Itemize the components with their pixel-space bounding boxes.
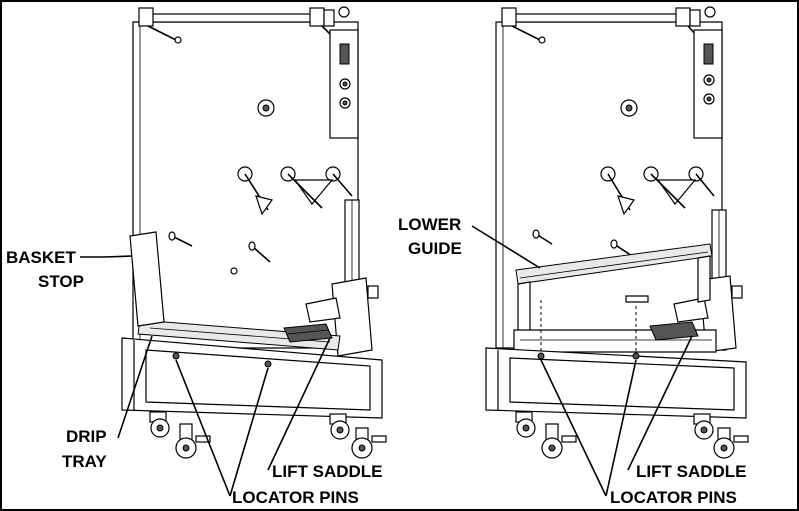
right-top-rail xyxy=(505,13,697,23)
label-basket-stop-line1: BASKET xyxy=(6,248,77,267)
label-drip-tray-line2: TRAY xyxy=(62,452,107,471)
right-locator-pin-2 xyxy=(632,352,640,360)
left-casters xyxy=(149,411,387,459)
label-lower-guide-line2: GUIDE xyxy=(408,239,462,258)
label-locator-pins-right: LOCATOR PINS xyxy=(610,488,737,507)
label-lift-saddle-right: LIFT SADDLE xyxy=(636,462,747,481)
callout-lines xyxy=(80,225,693,497)
left-locator-pin-2 xyxy=(264,360,272,368)
left-lift-carriage xyxy=(331,277,373,357)
label-lift-saddle-left: LIFT SADDLE xyxy=(272,462,383,481)
left-switch xyxy=(339,43,350,65)
left-top-clamp-left xyxy=(138,7,154,27)
left-basket-stop xyxy=(129,231,165,327)
label-drip-tray-line1: DRIP xyxy=(66,427,107,446)
left-top-knob xyxy=(338,6,350,18)
left-lift-saddle xyxy=(283,323,333,343)
left-machine xyxy=(121,6,387,459)
left-top-clamp-right xyxy=(309,7,325,27)
right-lower-guide xyxy=(515,243,713,285)
right-lift-saddle xyxy=(649,321,699,341)
label-lower-guide-line1: LOWER xyxy=(398,215,461,234)
right-casters xyxy=(515,411,749,459)
label-locator-pins-left: LOCATOR PINS xyxy=(232,488,359,507)
right-locator-pin-1 xyxy=(537,352,545,360)
label-basket-stop-line2: STOP xyxy=(38,272,84,291)
left-top-rail xyxy=(142,13,334,23)
left-locator-pin-1 xyxy=(172,352,180,360)
right-machine xyxy=(485,6,749,459)
